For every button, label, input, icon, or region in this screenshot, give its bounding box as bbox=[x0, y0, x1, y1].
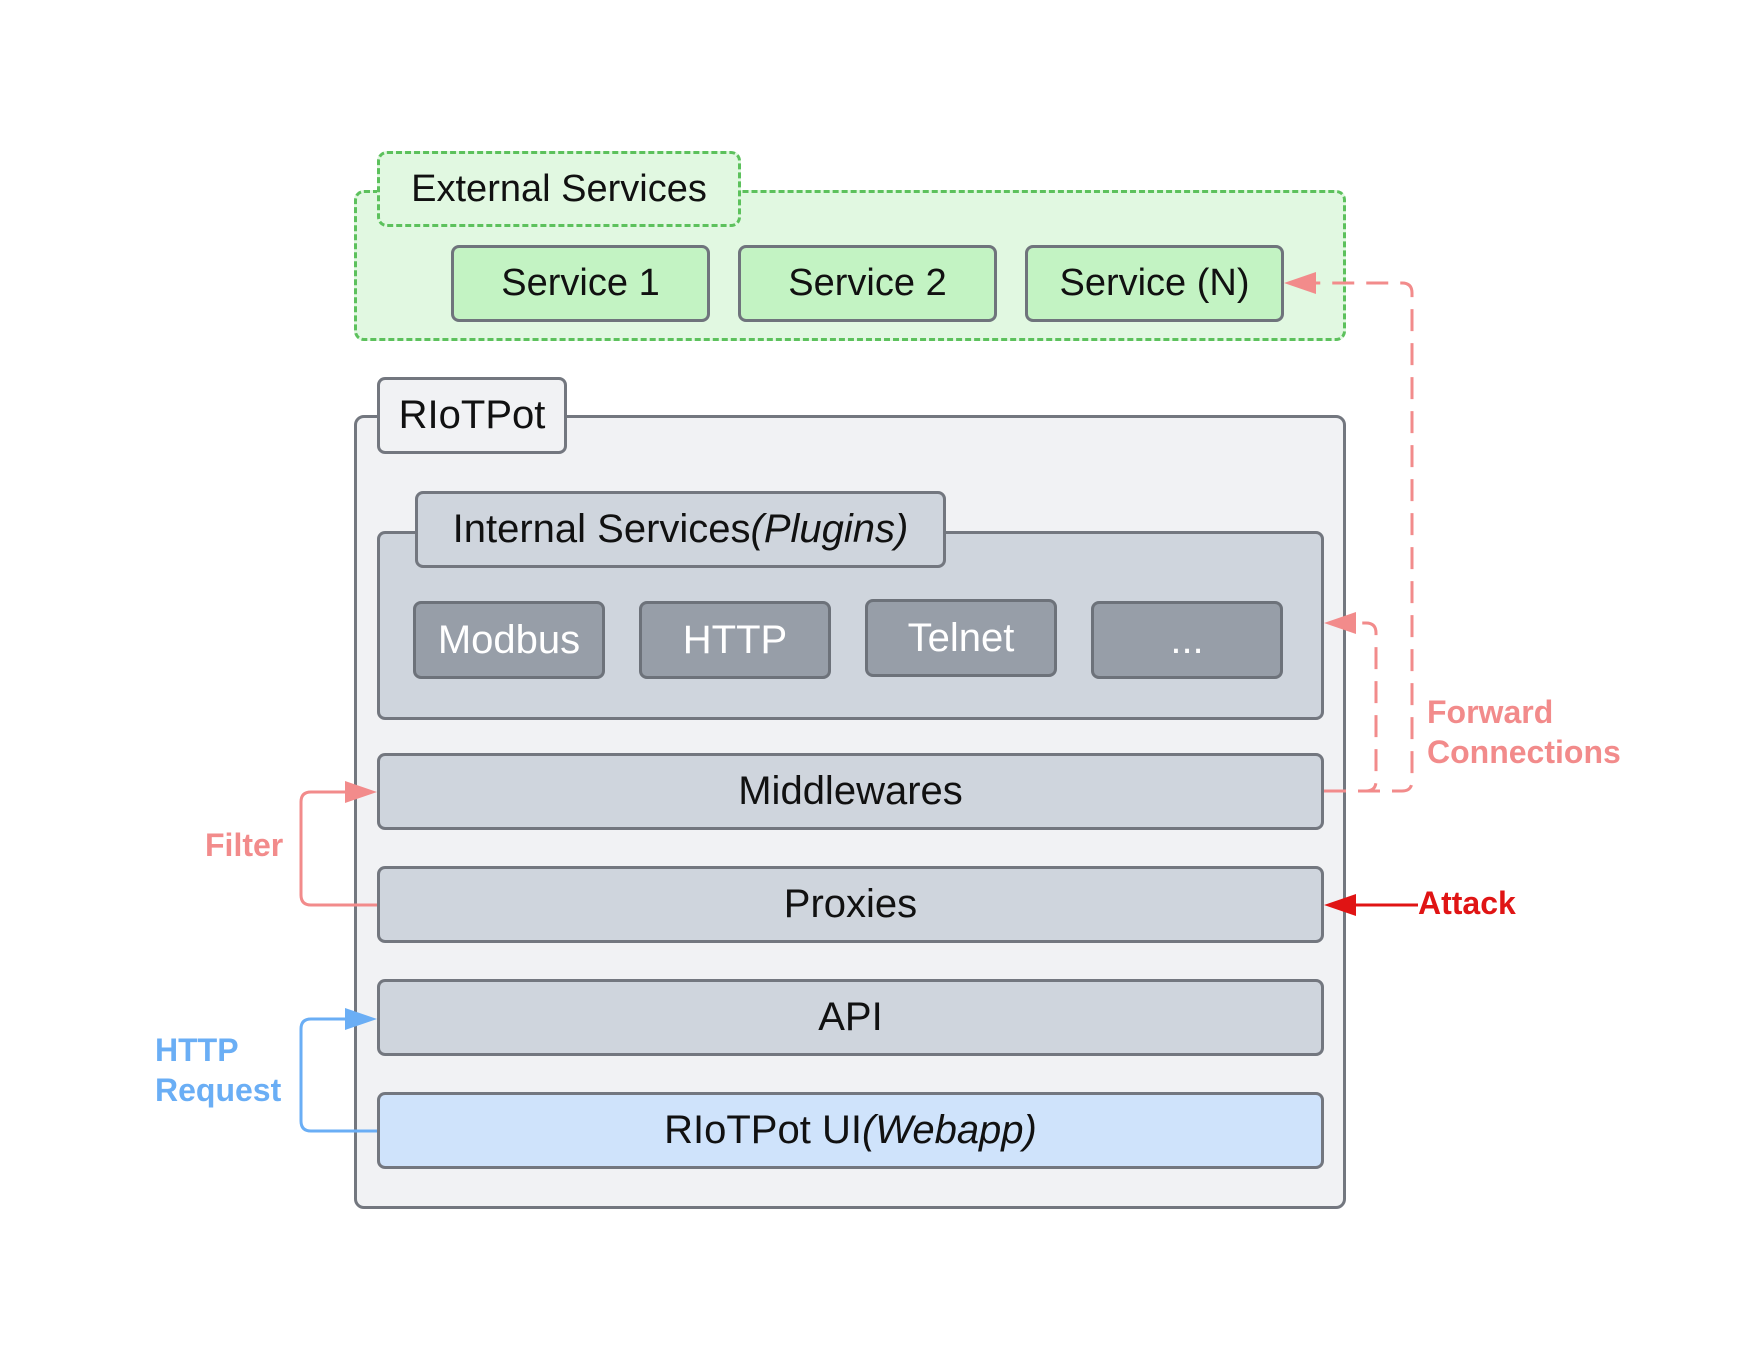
forward-arrow-outer bbox=[1312, 281, 1414, 793]
riotpot-ui-label-italic: (Webapp) bbox=[861, 1108, 1037, 1152]
attack-arrow-head bbox=[1324, 894, 1356, 916]
attack-label: Attack bbox=[1418, 885, 1516, 921]
http-request-line1: HTTP bbox=[155, 1032, 239, 1068]
proxies-layer[interactable]: Proxies bbox=[377, 866, 1324, 943]
plugin-modbus[interactable]: Modbus bbox=[413, 601, 605, 679]
internal-services-title-text: Internal Services bbox=[452, 507, 751, 551]
filter-arrow-head bbox=[345, 781, 377, 803]
forward-arrow-inner bbox=[1324, 621, 1378, 793]
external-services-title: External Services bbox=[377, 151, 741, 227]
middlewares-layer[interactable]: Middlewares bbox=[377, 753, 1324, 830]
forward-arrow-outer-head bbox=[1284, 272, 1316, 294]
plugin-more[interactable]: ... bbox=[1091, 601, 1283, 679]
http-request-line2: Request bbox=[155, 1072, 282, 1108]
internal-services-title-italic: (Plugins) bbox=[750, 507, 909, 551]
service-2-box[interactable]: Service 2 bbox=[738, 245, 997, 322]
forward-connections-line2: Connections bbox=[1427, 734, 1621, 770]
riotpot-ui-label: RIoTPot UI bbox=[664, 1108, 862, 1152]
riotpot-title: RIoTPot bbox=[377, 377, 567, 454]
riotpot-ui-layer[interactable]: RIoTPot UI (Webapp) bbox=[377, 1092, 1324, 1169]
forward-connections-label: Forward Connections bbox=[1427, 692, 1621, 772]
plugin-telnet[interactable]: Telnet bbox=[865, 599, 1057, 677]
internal-services-title: Internal Services (Plugins) bbox=[415, 491, 946, 568]
service-n-box[interactable]: Service (N) bbox=[1025, 245, 1284, 322]
forward-arrow-inner-head bbox=[1324, 612, 1356, 634]
forward-connections-line1: Forward bbox=[1427, 694, 1554, 730]
filter-label: Filter bbox=[205, 827, 284, 863]
filter-arrow bbox=[299, 790, 377, 907]
http-request-arrow bbox=[299, 1017, 377, 1133]
api-layer[interactable]: API bbox=[377, 979, 1324, 1056]
http-request-arrow-head bbox=[345, 1008, 377, 1030]
service-1-box[interactable]: Service 1 bbox=[451, 245, 710, 322]
plugin-http[interactable]: HTTP bbox=[639, 601, 831, 679]
http-request-label: HTTP Request bbox=[155, 1030, 281, 1110]
